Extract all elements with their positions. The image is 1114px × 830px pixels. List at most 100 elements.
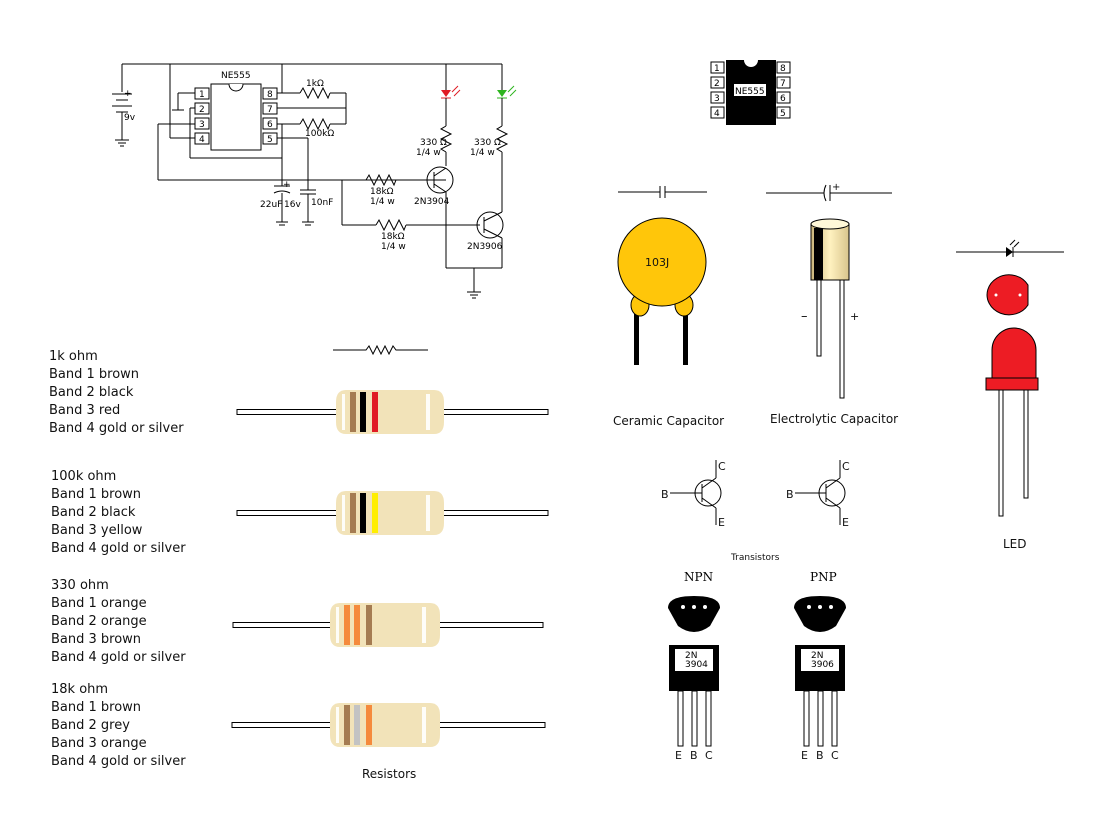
- resistors-caption: Resistors: [362, 767, 416, 781]
- ic-555-part: [710, 60, 791, 125]
- resistor-highlight: [336, 607, 339, 643]
- resistor-band: [350, 493, 356, 533]
- ceramic-capacitor-symbol: [618, 186, 707, 198]
- sch-transistor-pnp: [445, 152, 504, 299]
- npn-symbol: [670, 460, 722, 525]
- sch-resistor-18k-a: [365, 173, 397, 187]
- resistor-band: [344, 605, 350, 645]
- resistor-text-line: Band 4 gold or silver: [51, 541, 186, 556]
- sch-label-330-a: 330 Ω: [420, 138, 447, 148]
- pnp-leg-b: B: [816, 749, 824, 762]
- resistor-band: [372, 392, 378, 432]
- ic-555-part-label: NE555: [735, 87, 765, 97]
- sch-label-18k-a2: 1/4 w: [370, 197, 395, 207]
- sch-label-100k: 100kΩ: [305, 129, 334, 139]
- ic-pin-5: 5: [780, 109, 786, 119]
- npn-leg-c: C: [705, 749, 713, 762]
- resistor-band: [366, 605, 372, 645]
- resistor-text-line: Band 3 brown: [51, 632, 141, 647]
- ic-pin-7: 7: [780, 79, 786, 89]
- sch-led-green: [497, 64, 517, 126]
- sch-pin-4: 4: [199, 135, 205, 145]
- pnp-mark-2: 3906: [811, 660, 834, 670]
- sch-label-18k-b2: 1/4 w: [381, 242, 406, 252]
- sch-resistor-1k: [299, 86, 331, 100]
- resistor-band: [350, 392, 356, 432]
- ic-pin-4: 4: [714, 109, 720, 119]
- pnp-mark-1: 2N: [811, 651, 823, 661]
- sch-pin-1: 1: [199, 90, 205, 100]
- sch-pin-2: 2: [199, 105, 205, 115]
- resistor-band: [372, 493, 378, 533]
- npn-package: [668, 596, 720, 747]
- resistor-text-line: 100k ohm: [51, 469, 116, 484]
- resistor-highlight: [422, 707, 426, 743]
- pnp-name: PNP: [810, 570, 837, 584]
- sch-label-18k-a: 18kΩ: [370, 187, 394, 197]
- resistor-text-line: Band 1 brown: [51, 487, 141, 502]
- schematic: + 9v NE555 1 2 3 4 8 7 6 5: [112, 63, 517, 299]
- sch-resistor-330-b: [495, 125, 509, 153]
- battery-symbol: [112, 93, 132, 147]
- pnp-package: [794, 596, 846, 747]
- sch-resistor-330-a: [439, 125, 453, 153]
- resistor-text-line: Band 3 red: [49, 403, 120, 418]
- electrolytic-capacitor: [810, 218, 850, 399]
- sch-label-16v: 16v: [284, 200, 301, 210]
- sch-label-18k-b: 18kΩ: [381, 232, 405, 242]
- sch-label-pnp: 2N3906: [467, 242, 503, 252]
- electrolytic-plus: +: [850, 310, 859, 323]
- resistor-text-line: 330 ohm: [51, 578, 109, 593]
- npn-mark-1: 2N: [685, 651, 697, 661]
- resistor-band: [344, 705, 350, 745]
- sch-pin-8: 8: [267, 90, 273, 100]
- ceramic-marking: 103J: [645, 256, 669, 269]
- electrolytic-minus: –: [801, 309, 808, 324]
- electrolytic-caption: Electrolytic Capacitor: [770, 412, 898, 426]
- sch-pin-3: 3: [199, 120, 205, 130]
- sch-cap-10nf: [300, 189, 316, 226]
- sch-led-red: [441, 64, 461, 126]
- resistor-highlight: [336, 707, 339, 743]
- sch-label-10nf: 10nF: [311, 198, 333, 208]
- resistor-text-line: Band 2 black: [49, 385, 134, 400]
- sch-cap-22uf: [273, 185, 291, 226]
- resistor-highlight: [342, 394, 345, 430]
- transistors-caption: Transistors: [730, 553, 780, 563]
- resistor-text-line: Band 1 brown: [51, 700, 141, 715]
- resistor-text-line: Band 3 yellow: [51, 523, 143, 538]
- sch-resistor-100k: [299, 117, 331, 131]
- battery-label: 9v: [124, 113, 136, 123]
- led-symbol: [956, 239, 1064, 257]
- resistor-text-line: Band 2 black: [51, 505, 136, 520]
- sch-transistor-npn: [426, 152, 454, 225]
- resistor-band: [366, 705, 372, 745]
- ic-pin-2: 2: [714, 79, 720, 89]
- npn-sym-c: C: [718, 460, 726, 473]
- resistor-band: [360, 392, 366, 432]
- sch-pin-5: 5: [267, 135, 273, 145]
- battery-plus: +: [124, 89, 132, 99]
- ic-555-schematic-label: NE555: [221, 71, 251, 81]
- pnp-leg-c: C: [831, 749, 839, 762]
- npn-sym-b: B: [661, 488, 669, 501]
- electrolytic-symbol: [766, 184, 892, 202]
- resistor-text-line: Band 2 grey: [51, 718, 130, 733]
- sch-pin-6: 6: [267, 120, 273, 130]
- resistor-band: [360, 493, 366, 533]
- ic-pin-6: 6: [780, 94, 786, 104]
- npn-mark-2: 3904: [685, 660, 708, 670]
- resistor-text-line: Band 4 gold or silver: [49, 421, 184, 436]
- sch-label-330-b2: 1/4 w: [470, 148, 495, 158]
- sch-label-330-b: 330 Ω: [474, 138, 501, 148]
- resistor-text-line: Band 2 orange: [51, 614, 147, 629]
- resistor-text-line: Band 4 gold or silver: [51, 754, 186, 769]
- ceramic-caption: Ceramic Capacitor: [613, 414, 724, 428]
- sch-18k-wiring: [341, 179, 480, 226]
- led-caption: LED: [1003, 537, 1027, 551]
- pnp-leg-e: E: [801, 749, 808, 762]
- resistor-highlight: [426, 495, 430, 531]
